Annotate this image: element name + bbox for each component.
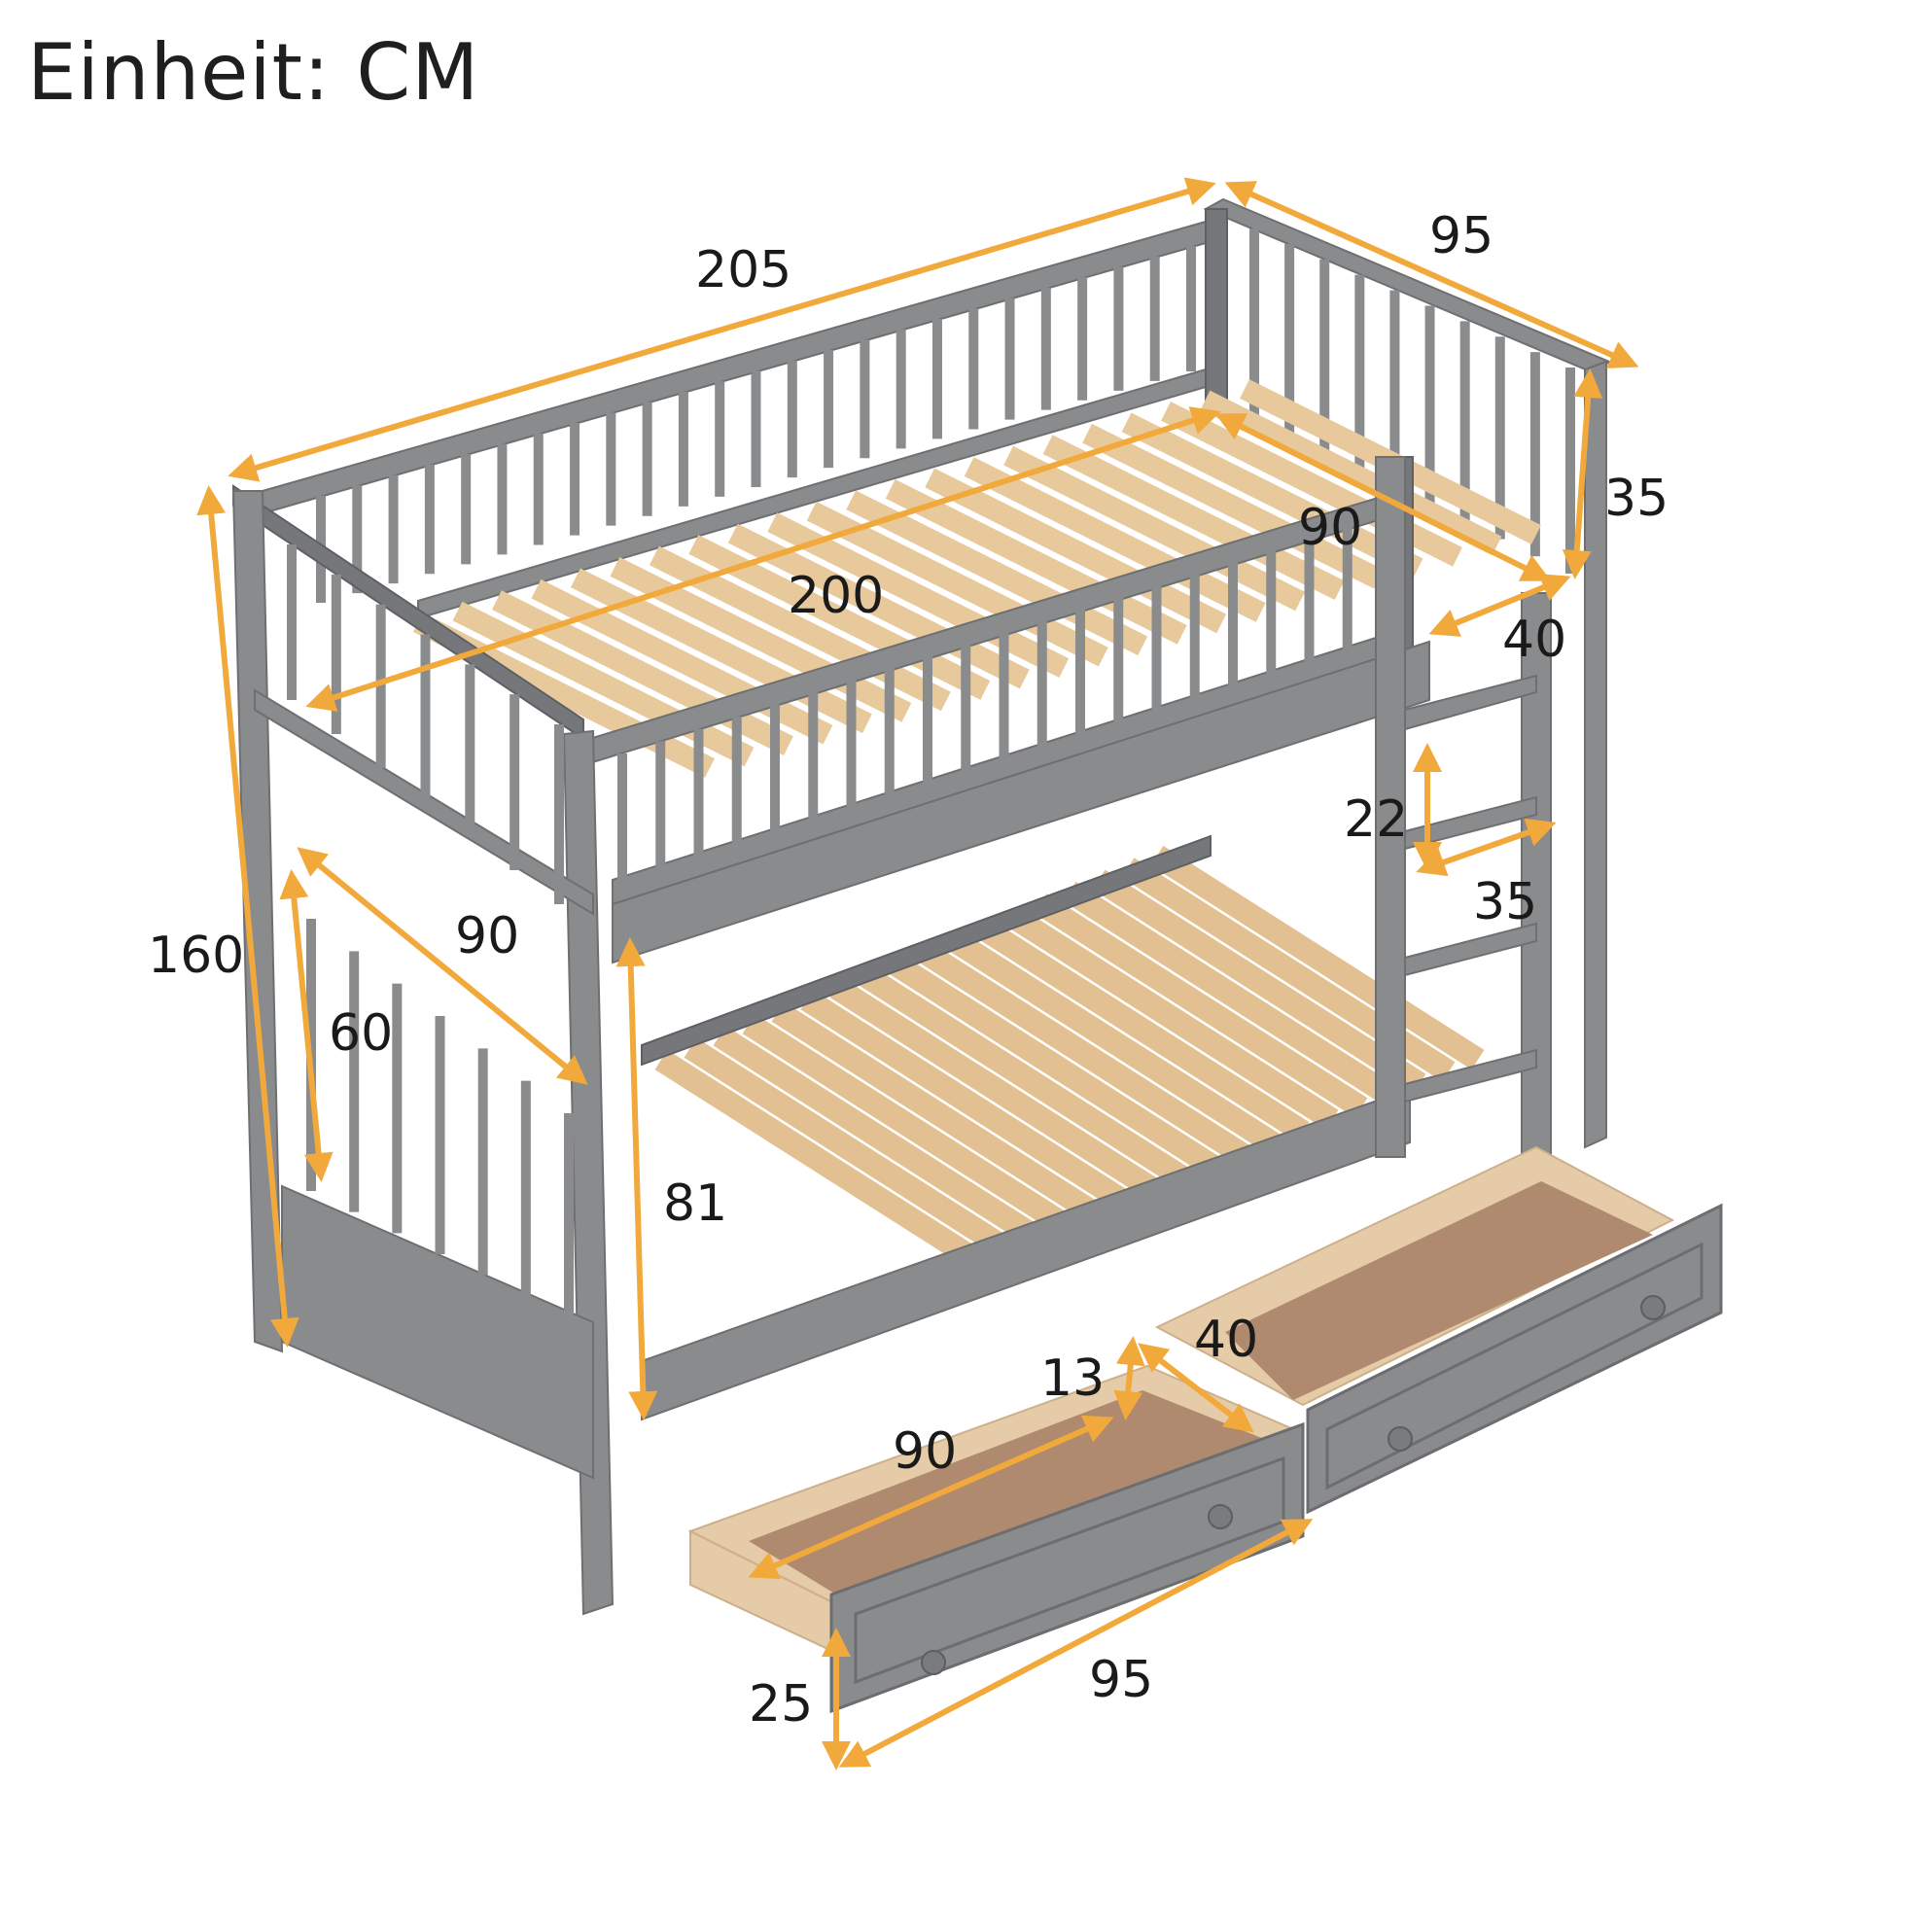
- dimension-arrows: [196, 177, 1639, 1770]
- lower-slat: [1063, 881, 1397, 1106]
- lower-slat: [946, 929, 1281, 1154]
- arrow-end-panel-height: [279, 869, 334, 1182]
- lower-slats: [654, 845, 1485, 1275]
- label-mattress-length: 200: [788, 567, 884, 625]
- arrow-under-clearance: [615, 937, 658, 1420]
- arrow-total-width: [1224, 181, 1639, 368]
- label-total-width: 95: [1429, 207, 1493, 265]
- label-ladder-opening: 40: [1502, 611, 1566, 669]
- lower-slat: [800, 990, 1135, 1214]
- label-end-panel-height: 60: [329, 1004, 393, 1063]
- drawer-left: [687, 1364, 1305, 1714]
- lower-slat: [654, 1049, 989, 1275]
- upper-front-rail: [612, 640, 1430, 964]
- lower-slat: [684, 1037, 1018, 1262]
- lower-slat: [742, 1013, 1076, 1239]
- arrow-guardrail-height: [1562, 368, 1603, 579]
- lower-slat: [1004, 905, 1339, 1130]
- drawer-right: [1154, 1145, 1723, 1515]
- dimension-labels: 205 95 160 200 90 35 40 22 35 90 60 81 9…: [148, 207, 1669, 1734]
- label-mattress-width: 90: [1298, 499, 1362, 557]
- label-ladder-width: 35: [1473, 873, 1537, 931]
- label-drawer-height: 25: [749, 1675, 813, 1734]
- arrow-mattress-width: [1214, 413, 1552, 581]
- arrow-drawer-inner-height: [1113, 1336, 1145, 1420]
- arrow-total-height: [196, 485, 299, 1348]
- label-drawer-inner-height: 13: [1040, 1349, 1105, 1408]
- lower-slat: [859, 965, 1193, 1190]
- lower-slat: [1092, 869, 1426, 1094]
- label-guardrail-height: 35: [1604, 470, 1669, 528]
- lower-slat: [888, 954, 1222, 1178]
- label-under-clearance: 81: [663, 1174, 727, 1233]
- label-ladder-step: 22: [1344, 790, 1408, 849]
- lower-slat: [713, 1026, 1047, 1250]
- label-total-length: 205: [695, 241, 791, 299]
- arrow-ladder-opening: [1428, 574, 1571, 637]
- lower-slat: [1150, 845, 1485, 1070]
- lower-slat: [1034, 893, 1368, 1118]
- arrow-drawer-front-width: [838, 1519, 1314, 1768]
- unit-title: Einheit: CM: [27, 27, 480, 118]
- arrow-end-width: [297, 847, 588, 1085]
- arrow-drawer-depth: [748, 1415, 1114, 1580]
- lower-slat: [771, 1001, 1106, 1226]
- lower-slat: [829, 977, 1164, 1203]
- label-end-width: 90: [455, 907, 519, 965]
- lower-slat: [917, 941, 1251, 1166]
- label-drawer-inner-width: 40: [1194, 1311, 1258, 1369]
- label-drawer-depth: 90: [893, 1422, 957, 1481]
- lower-slat: [975, 917, 1310, 1142]
- arrow-drawer-inner-width: [1138, 1343, 1254, 1433]
- arrow-mattress-length: [305, 406, 1221, 712]
- label-total-height: 160: [148, 927, 244, 985]
- label-drawer-front-width: 95: [1089, 1651, 1153, 1709]
- arrow-ladder-width: [1416, 818, 1557, 877]
